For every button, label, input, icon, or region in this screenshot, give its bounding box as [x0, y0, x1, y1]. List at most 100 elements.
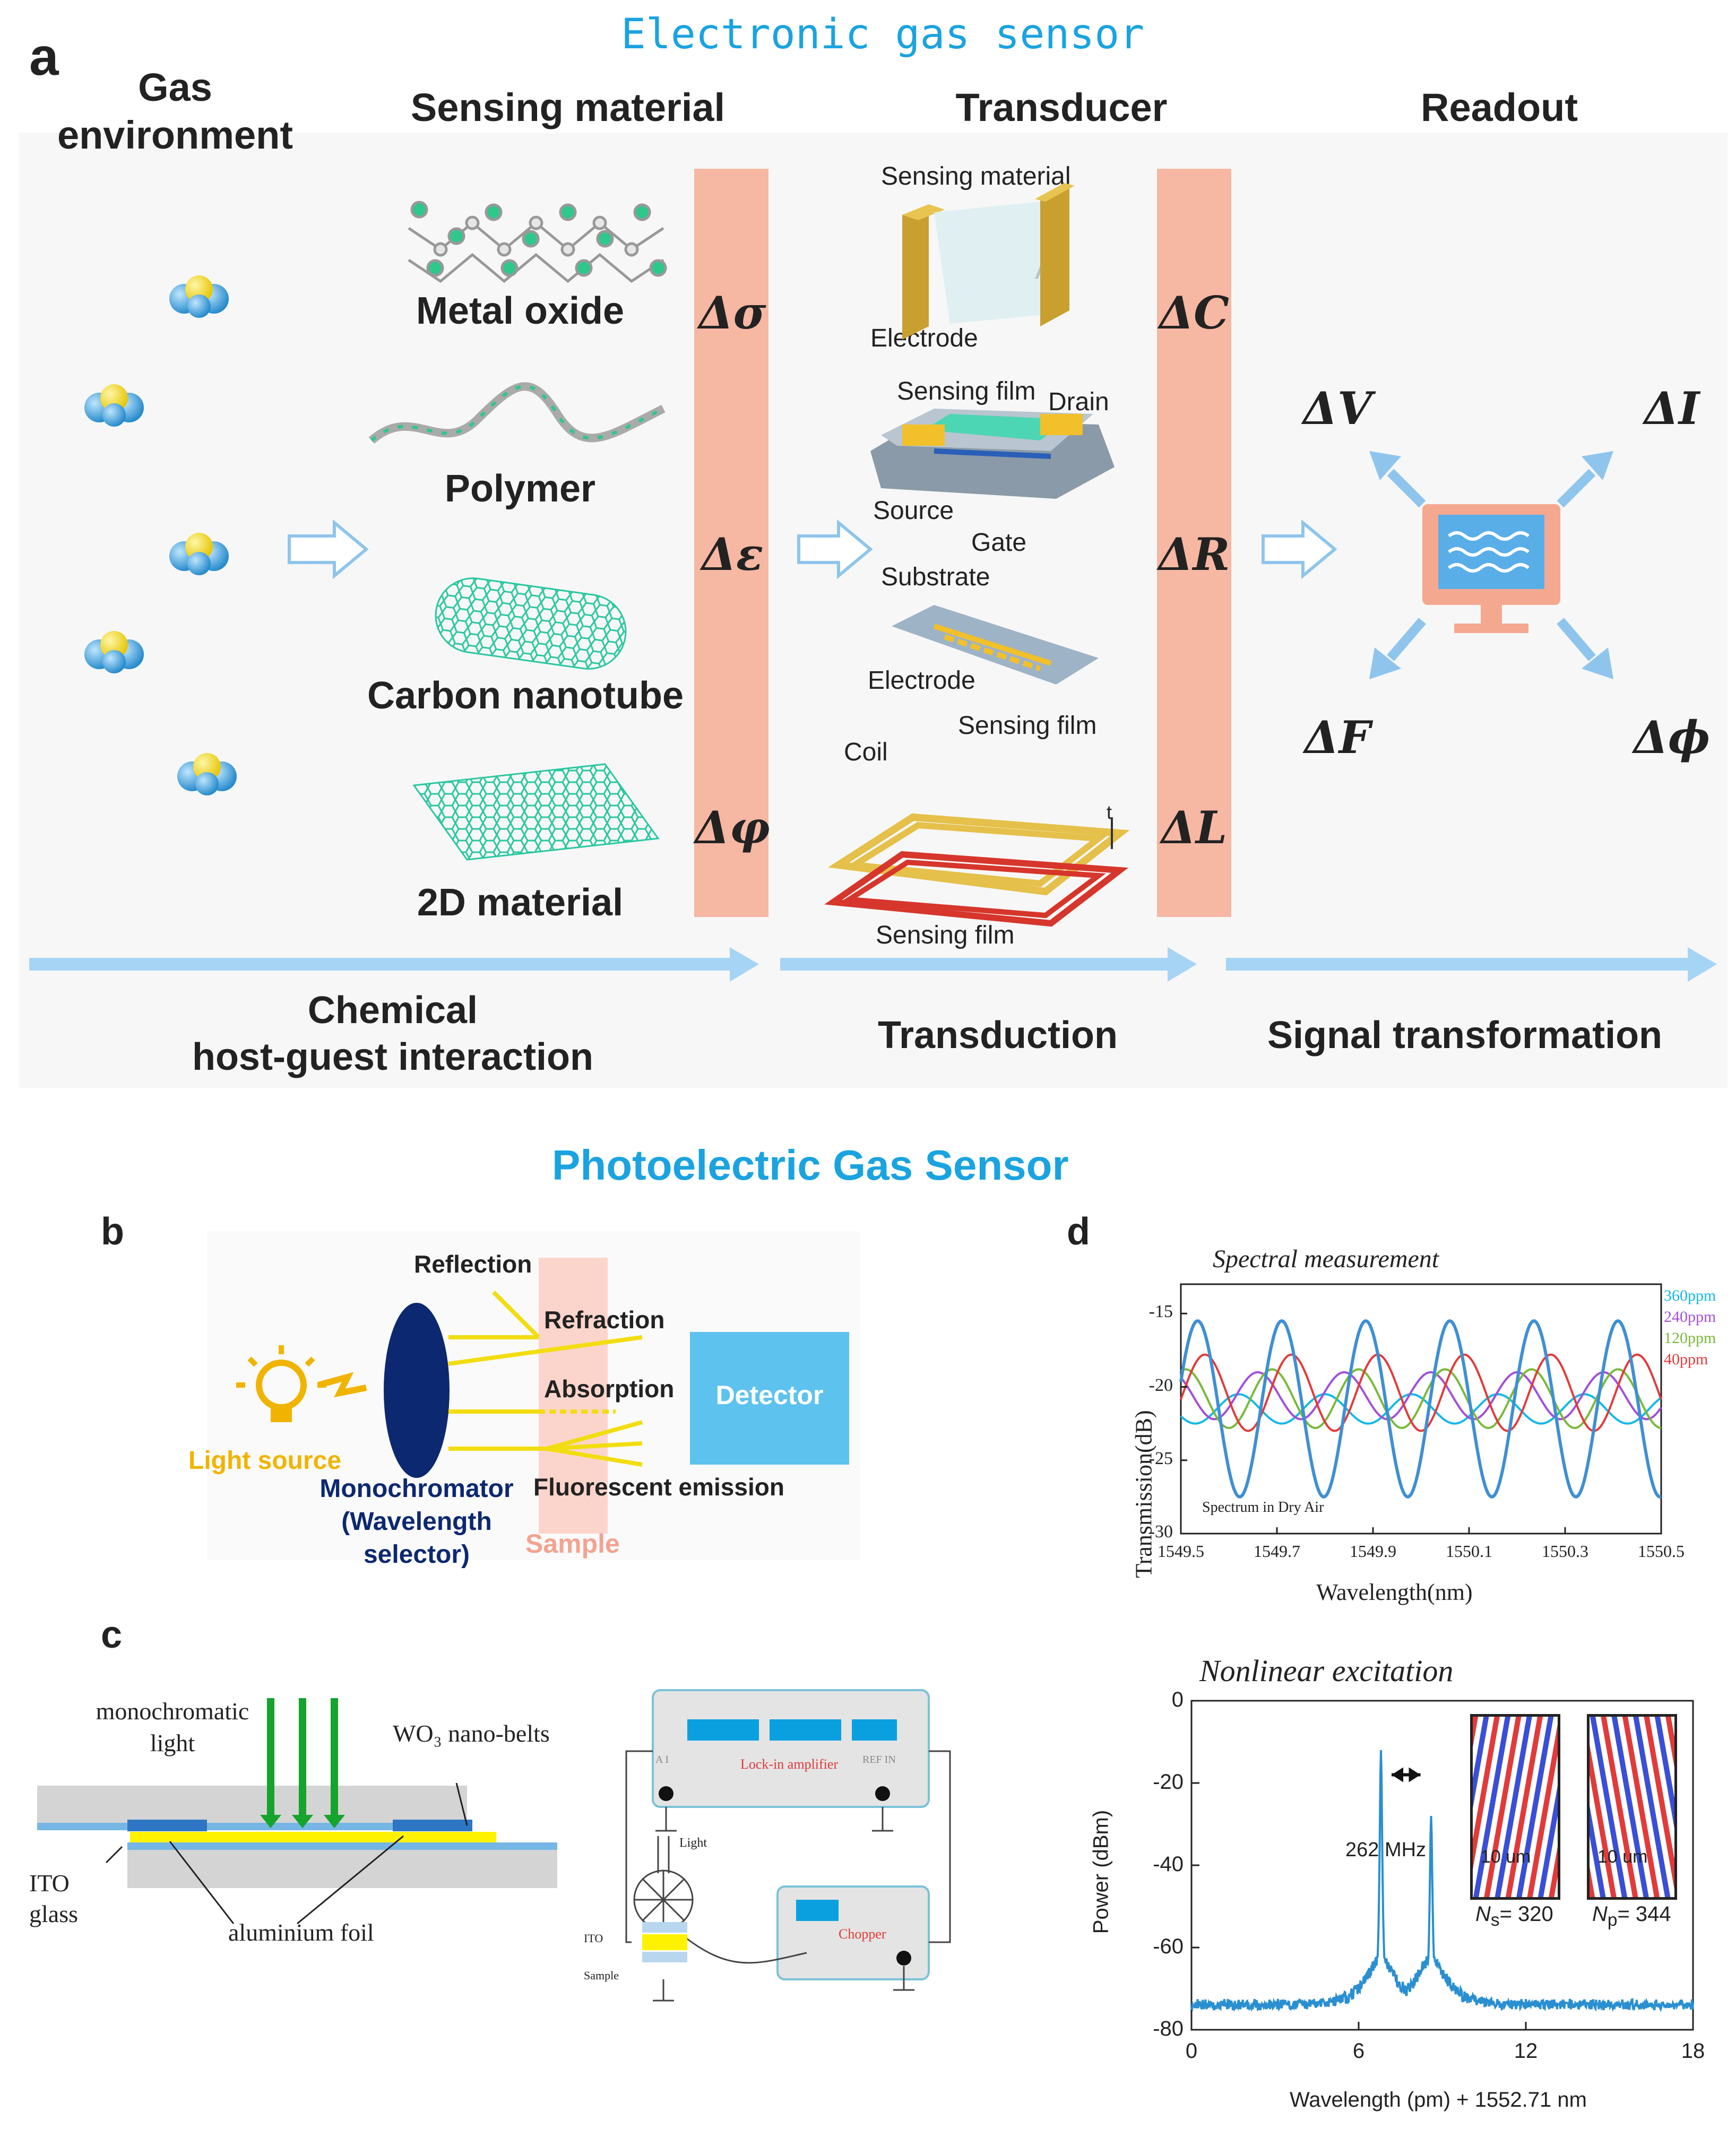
- 2d-material-structure: [412, 763, 660, 861]
- inset-ns-scale: 10 um: [1481, 1847, 1531, 1867]
- label-electrode-2: Electrode: [868, 667, 975, 695]
- spectral-ytick-label: -15: [1148, 1302, 1173, 1322]
- gas-molecules: [84, 275, 237, 795]
- label-monochromatic-light: monochromatic light: [96, 1698, 249, 1756]
- np-value: = 344: [1617, 1902, 1671, 1926]
- label-chopper: Chopper: [839, 1926, 886, 1942]
- spectral-series-240ppm: [1180, 1371, 1662, 1421]
- spectral-xtick-label: 1550.3: [1542, 1542, 1588, 1561]
- material-metal-oxide: Metal oxide: [416, 290, 625, 332]
- spectral-series-120ppm: [1180, 1368, 1662, 1429]
- label-in-a: A I: [655, 1754, 669, 1765]
- readout-delta-phi: Δϕ: [1633, 711, 1711, 764]
- delta-l: ΔL: [1161, 801, 1228, 854]
- label-sample: Sample: [525, 1529, 620, 1559]
- label-lockin-amplifier: Lock-in amplifier: [740, 1756, 839, 1772]
- nonlinear-spectrum-line: [1190, 1750, 1694, 2012]
- metal-oxide-structure: [408, 201, 667, 283]
- material-carbon-nanotube: Carbon nanotube: [367, 674, 684, 717]
- spectral-xtick-label: 1549.9: [1350, 1542, 1396, 1561]
- label-sensing-material: Sensing material: [881, 162, 1071, 191]
- nonlinear-xtick-label: 6: [1352, 2039, 1365, 2063]
- spectral-annotation: Spectrum in Dry Air: [1202, 1499, 1324, 1516]
- header-gas-environment: Gas environment: [57, 65, 293, 157]
- carbon-nanotube-structure: [435, 577, 627, 670]
- spectral-chart-title: Spectral measurement: [1213, 1245, 1439, 1273]
- spectral-ytick-label: -20: [1148, 1375, 1173, 1395]
- label-absorption: Absorption: [544, 1375, 675, 1403]
- nonlinear-ytick-label: -60: [1153, 1935, 1184, 1958]
- material-2d: 2D material: [417, 881, 624, 924]
- inset-np-label: Np= 344: [1592, 1902, 1671, 1931]
- label-wo3-nano-belts: WO₃ nano-belts: [393, 1720, 550, 1747]
- np-sub: p: [1607, 1910, 1618, 1930]
- header-transducer: Transducer: [955, 85, 1168, 129]
- flow-arrows: [29, 947, 1717, 982]
- bottom-label-chemical: Chemical host-guest interaction: [192, 989, 594, 1078]
- panel-c-graphics: [37, 1689, 951, 2002]
- readout-delta-i: ΔI: [1644, 382, 1700, 435]
- inset-np: [1587, 1714, 1677, 1900]
- nonlinear-xtick-label: 0: [1185, 2039, 1198, 2063]
- spectral-legend-120ppm: 120ppm: [1664, 1329, 1716, 1347]
- label-coil-t: t: [1107, 801, 1112, 823]
- label-ito-glass: ITO glass: [29, 1870, 78, 1927]
- ns-sub: s: [1490, 1910, 1500, 1930]
- bottom-label-signal: Signal transformation: [1267, 1014, 1663, 1057]
- spectral-xtick-label: 1549.7: [1254, 1542, 1300, 1561]
- ns-value: = 320: [1499, 1902, 1553, 1926]
- resistor-illustration: [892, 605, 1099, 685]
- polymer-structure: [368, 382, 666, 444]
- spectral-ytick-label: -25: [1148, 1448, 1173, 1468]
- delta-c: ΔC: [1159, 287, 1230, 339]
- label-light-small: Light: [679, 1836, 707, 1850]
- capacitor-illustration: [902, 183, 1075, 340]
- label-light-source: Light source: [188, 1447, 342, 1475]
- nonlinear-chart-title: Nonlinear excitation: [1199, 1654, 1454, 1688]
- material-polymer: Polymer: [444, 468, 596, 510]
- label-fluorescent-emission: Fluorescent emission: [533, 1473, 784, 1501]
- delta-phi: Δφ: [695, 801, 770, 854]
- delta-r: ΔR: [1158, 528, 1230, 581]
- label-coil: Coil: [844, 738, 888, 766]
- inset-ns-label: Ns= 320: [1475, 1902, 1553, 1931]
- delta-sigma: Δσ: [698, 287, 766, 339]
- nonlinear-chart-xlabel: Wavelength (pm) + 1552.71 nm: [1290, 2088, 1587, 2111]
- label-refraction: Refraction: [544, 1306, 665, 1334]
- spectral-legend-360ppm: 360ppm: [1664, 1287, 1716, 1304]
- pink-bar-transducer: [1157, 169, 1231, 917]
- photoelectric-gas-sensor-title: Photoelectric Gas Sensor: [552, 1141, 1069, 1189]
- transistor-illustration: [870, 409, 1115, 499]
- label-ref-in: REF IN: [862, 1754, 896, 1765]
- header-readout: Readout: [1421, 85, 1578, 129]
- electronic-gas-sensor-title: Electronic gas sensor: [621, 11, 1145, 58]
- panel-c-letter: c: [101, 1614, 123, 1656]
- inset-ns: [1470, 1714, 1560, 1900]
- nonlinear-xtick-label: 18: [1681, 2039, 1705, 2063]
- readout-monitor: [1422, 504, 1560, 633]
- panel-d-letter: d: [1067, 1210, 1090, 1253]
- label-monochromator: Monochromator (Wavelength selector): [319, 1475, 514, 1569]
- label-gate: Gate: [971, 529, 1027, 557]
- ns-symbol: N: [1475, 1902, 1491, 1926]
- nonlinear-ytick-label: -20: [1153, 1770, 1184, 1794]
- label-reflection: Reflection: [414, 1250, 532, 1278]
- spectral-xtick-label: 1550.1: [1446, 1542, 1492, 1561]
- readout-delta-v: ΔV: [1302, 382, 1372, 435]
- nonlinear-ytick-label: 0: [1171, 1688, 1184, 1711]
- spectral-xtick-label: 1549.5: [1158, 1542, 1204, 1561]
- panel-a-letter: a: [29, 27, 59, 86]
- label-sample-small: Sample: [584, 1969, 619, 1982]
- hollow-arrows: [288, 519, 1337, 579]
- label-aluminium-foil: aluminium foil: [228, 1919, 374, 1946]
- spectral-xtick-label: 1550.5: [1638, 1542, 1685, 1561]
- peak-arrow-head-right: [1409, 1767, 1421, 1782]
- label-drain: Drain: [1048, 388, 1109, 416]
- spectral-ytick-label: -30: [1148, 1522, 1173, 1542]
- spectral-chart-xlabel: Wavelength(nm): [1316, 1579, 1473, 1605]
- label-substrate: Substrate: [881, 563, 990, 591]
- label-sensing-film-2: Sensing film: [958, 712, 1097, 740]
- spectral-legend-240ppm: 240ppm: [1664, 1308, 1716, 1326]
